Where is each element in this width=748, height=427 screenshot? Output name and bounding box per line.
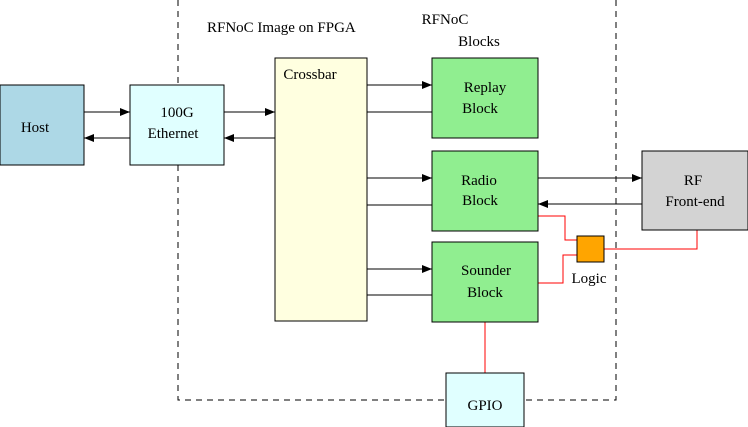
sounder-label-line-2: Block [467,285,503,301]
blocks-heading-line-2: Blocks [458,34,500,50]
blocks-heading-line-1: RFNoC [422,12,469,28]
fpga-boundary [177,0,617,401]
logic-label: Logic [572,271,607,287]
control-wires [484,215,698,373]
sounder-block-box [431,241,539,323]
host-label: Host [21,120,50,136]
replay-label-line-1: Replay [464,80,507,96]
replay-block-box [431,57,539,139]
rf-frontend-box [641,150,748,231]
ethernet-box [129,84,225,166]
boxes [0,57,748,427]
gpio-box [445,372,525,427]
radio-label-line-2: Block [462,193,498,209]
logic-to-rf-wire [604,230,698,250]
rf-label-line-1: RF [684,173,702,189]
fpga-title: RFNoC Image on FPGA [207,20,356,36]
crossbar-label: Crossbar [283,67,336,83]
logic-box [576,235,605,263]
replay-label-line-2: Block [462,101,498,117]
radio-to-logic-wire [538,215,577,241]
host-box [0,84,85,166]
radio-block-box [431,150,539,232]
sounder-label-line-1: Sounder [461,263,511,279]
gpio-label: GPIO [467,398,502,414]
ethernet-label-line-2: Ethernet [148,126,200,142]
sounder-to-logic-wire [538,254,577,284]
ethernet-label-line-1: 100G [160,105,194,121]
radio-label-line-1: Radio [461,173,497,189]
rf-label-line-2: Front-end [665,194,725,210]
crossbar-box [274,57,368,322]
